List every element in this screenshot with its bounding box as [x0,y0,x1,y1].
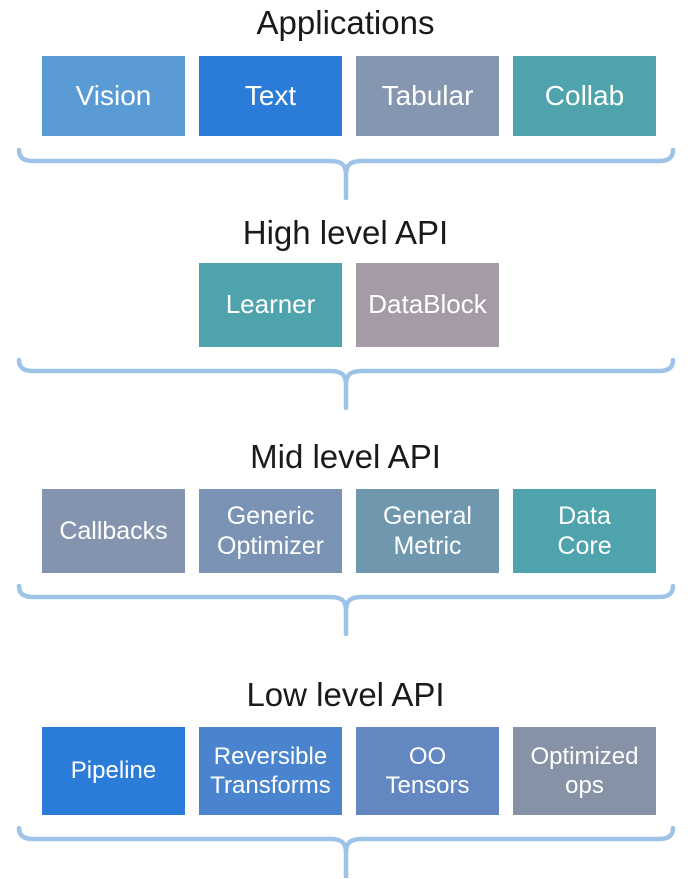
brace-low-level [16,826,676,878]
brace-applications [16,148,676,200]
section-title-low-level: Low level API [246,676,445,713]
box-vision: Vision [42,56,185,136]
brace-mid-level [16,584,676,636]
box-pipeline: Pipeline [42,727,185,815]
box-text: Text [199,56,342,136]
high-level-row: Learner DataBlock [0,263,499,347]
box-reversible-transforms: Reversible Transforms [199,727,342,815]
applications-row: Vision Text Tabular Collab [0,56,656,136]
box-oo-tensors: OO Tensors [356,727,499,815]
box-general-metric: General Metric [356,489,499,573]
box-optimized-ops: Optimized ops [513,727,656,815]
box-callbacks: Callbacks [42,489,185,573]
box-collab: Collab [513,56,656,136]
box-datablock: DataBlock [356,263,499,347]
low-level-row: Pipeline Reversible Transforms OO Tensor… [0,727,656,815]
box-learner: Learner [199,263,342,347]
box-generic-optimizer: Generic Optimizer [199,489,342,573]
mid-level-row: Callbacks Generic Optimizer General Metr… [0,489,656,573]
section-title-high-level: High level API [242,214,449,251]
box-tabular: Tabular [356,56,499,136]
section-title-applications: Applications [256,4,435,41]
section-title-mid-level: Mid level API [250,438,441,475]
box-data-core: Data Core [513,489,656,573]
brace-high-level [16,358,676,410]
